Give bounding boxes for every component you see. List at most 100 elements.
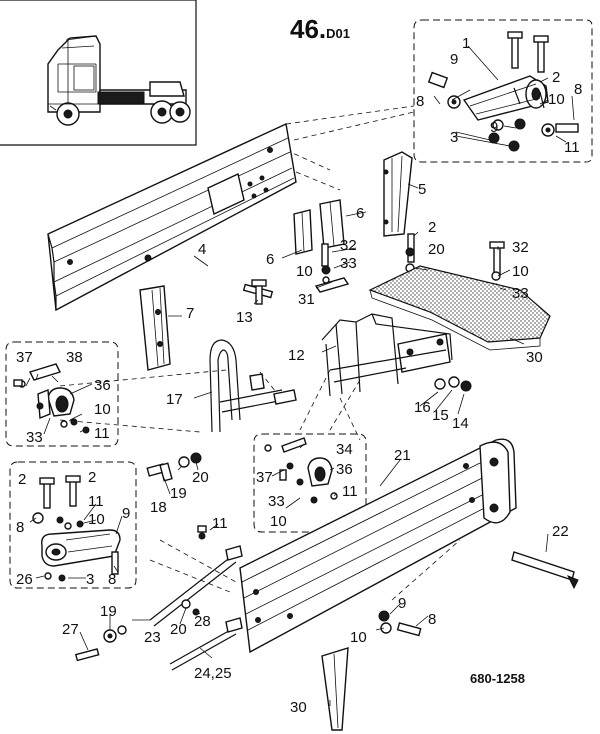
callout-33: 33 — [340, 255, 357, 272]
callout-33: 33 — [512, 285, 529, 302]
callout-10: 10 — [548, 91, 565, 108]
callout-31: 31 — [298, 291, 315, 308]
callout-2: 2 — [428, 219, 436, 236]
callout-17: 17 — [166, 391, 183, 408]
callout-10: 10 — [88, 511, 105, 528]
bracket-part-7 — [139, 285, 171, 371]
callout-9: 9 — [398, 595, 406, 612]
callout-35: 36 — [94, 377, 111, 394]
bracket-assembly-left — [32, 475, 121, 582]
callout-20: 20 — [170, 621, 187, 638]
clamp-assembly-center — [264, 437, 338, 504]
callout-9: 9 — [450, 51, 458, 68]
callout-11: 11 — [88, 493, 104, 510]
struts-23-25 — [149, 525, 243, 671]
callout-26: 26 — [16, 571, 33, 588]
fasteners-19-27-28 — [74, 599, 200, 662]
callout-13: 13 — [236, 309, 253, 326]
callout-11: 11 — [342, 483, 358, 500]
callout-labels: 1 2 9 8 10 8 9 3 11 5 6 6 4 2 32 32 20 1… — [16, 35, 582, 716]
callout-2: 2 — [18, 471, 26, 488]
side-rail-part-21 — [239, 438, 517, 654]
callout-10: 10 — [350, 629, 367, 646]
callout-8: 8 — [108, 571, 116, 588]
side-rail-part-4 — [47, 122, 297, 312]
callout-8: 8 — [428, 611, 436, 628]
callout-32: 32 — [512, 239, 529, 256]
bolt-part-13 — [251, 279, 267, 305]
diagram-title: 46.D01 — [290, 14, 351, 44]
callout-32: 32 — [340, 237, 357, 254]
callout-24-25: 24,25 — [194, 665, 232, 682]
bracket-assembly-1 — [427, 31, 579, 152]
callout-19: 19 — [170, 485, 187, 502]
callout-21: 21 — [394, 447, 411, 464]
callout-12: 12 — [288, 347, 305, 364]
callout-9: 9 — [122, 505, 130, 522]
callout-33: 33 — [26, 429, 43, 446]
clamp-assembly-left — [13, 363, 90, 434]
fasteners-lower — [378, 610, 422, 637]
truck-inset — [0, 0, 197, 146]
callout-2: 2 — [88, 469, 96, 486]
callout-10: 10 — [270, 513, 287, 530]
bracket-part-6 — [293, 199, 345, 255]
callout-35: 36 — [336, 461, 353, 478]
callout-28: 28 — [194, 613, 211, 630]
callout-6: 6 — [266, 251, 274, 268]
bracket-part-30 — [321, 647, 349, 731]
strap-part-22 — [511, 551, 579, 590]
frame-part-17 — [209, 339, 297, 433]
callout-5: 5 — [418, 181, 426, 198]
detail-box-left-bottom — [9, 461, 137, 589]
callout-9: 9 — [490, 119, 498, 136]
callout-11: 11 — [94, 425, 110, 442]
callout-22: 22 — [552, 523, 569, 540]
nuts-14-16 — [434, 376, 472, 392]
detail-box-left — [5, 341, 119, 447]
detail-box-top-right — [413, 19, 593, 163]
leader-lines — [25, 45, 575, 706]
plate-part-29 — [368, 265, 551, 351]
callout-4: 4 — [198, 241, 206, 258]
callout-3: 3 — [86, 571, 94, 588]
callout-27: 27 — [62, 621, 79, 638]
callout-6: 6 — [356, 205, 364, 222]
callout-2: 2 — [552, 69, 560, 86]
callout-18: 18 — [150, 499, 167, 516]
callout-3: 3 — [450, 129, 458, 146]
callout-11: 11 — [564, 139, 580, 156]
callout-16: 16 — [414, 399, 431, 416]
callout-14: 14 — [452, 415, 469, 432]
callout-20: 20 — [428, 241, 445, 258]
callout-34: 34 — [336, 441, 353, 458]
callout-15: 15 — [432, 407, 449, 424]
callout-33: 33 — [268, 493, 285, 510]
callout-7: 7 — [186, 305, 194, 322]
callout-11: 11 — [212, 515, 228, 532]
callout-8: 8 — [574, 81, 582, 98]
callout-8: 8 — [416, 93, 424, 110]
callout-37: 38 — [66, 349, 83, 366]
bracket-part-5 — [383, 151, 413, 237]
callout-10: 10 — [296, 263, 313, 280]
callout-10: 10 — [94, 401, 111, 418]
callout-23: 23 — [144, 629, 161, 646]
fasteners-18-20 — [146, 452, 202, 482]
callout-36: 37 — [16, 349, 33, 366]
document-number: 680-1258 — [470, 671, 525, 686]
callout-29: 30 — [526, 349, 543, 366]
callout-20: 20 — [192, 469, 209, 486]
callout-8: 8 — [16, 519, 24, 536]
callout-19: 19 — [100, 603, 117, 620]
callout-30: 30 — [290, 699, 307, 716]
leader-dashed-lines — [59, 105, 461, 601]
detail-box-center-right — [253, 433, 367, 533]
frame-part-12 — [321, 313, 453, 397]
callout-1: 1 — [462, 35, 470, 52]
truck-icon — [47, 35, 191, 126]
callout-10: 10 — [512, 263, 529, 280]
callout-36: 37 — [256, 469, 273, 486]
